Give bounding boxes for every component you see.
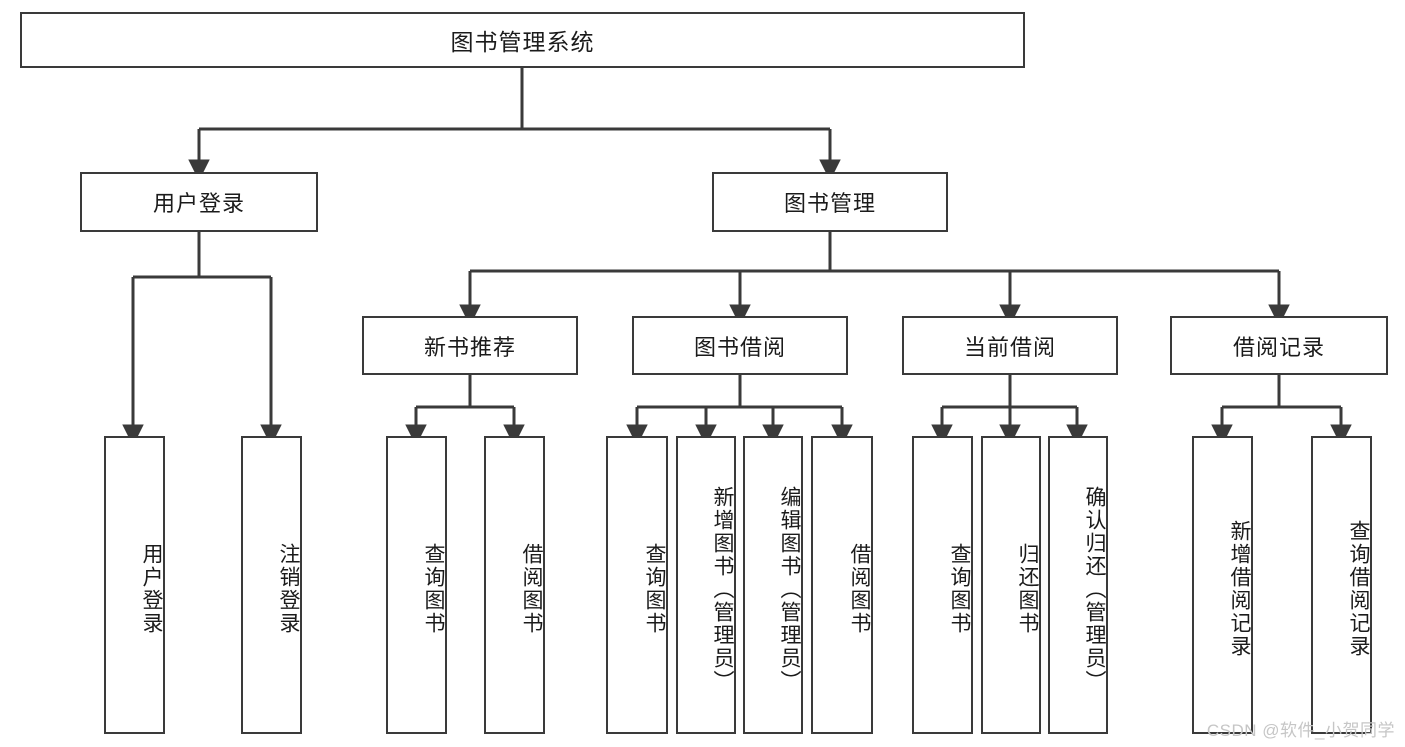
leaf-query-books-current[interactable]: 查询图书 — [912, 436, 973, 734]
leaf-add-borrow-record[interactable]: 新增借阅记录 — [1192, 436, 1253, 734]
node-book-management[interactable]: 图书管理 — [712, 172, 948, 232]
leaf-query-books-borrow[interactable]: 查询图书 — [606, 436, 668, 734]
leaf-add-book-admin[interactable]: 新增图书（管理员） — [676, 436, 736, 734]
node-book-borrow[interactable]: 图书借阅 — [632, 316, 848, 375]
leaf-user-logout[interactable]: 注销登录 — [241, 436, 302, 734]
leaf-edit-book-admin[interactable]: 编辑图书（管理员） — [743, 436, 803, 734]
leaf-borrow-books-recommend[interactable]: 借阅图书 — [484, 436, 545, 734]
node-new-book-recommend[interactable]: 新书推荐 — [362, 316, 578, 375]
node-current-borrow[interactable]: 当前借阅 — [902, 316, 1118, 375]
leaf-borrow-books-action[interactable]: 借阅图书 — [811, 436, 873, 734]
leaf-query-books-recommend[interactable]: 查询图书 — [386, 436, 447, 734]
leaf-user-login[interactable]: 用户登录 — [104, 436, 165, 734]
csdn-watermark: CSDN @软件_小贺同学 — [1206, 721, 1395, 740]
node-user-login[interactable]: 用户登录 — [80, 172, 318, 232]
leaf-query-borrow-record[interactable]: 查询借阅记录 — [1311, 436, 1372, 734]
node-root-system[interactable]: 图书管理系统 — [20, 12, 1025, 68]
node-borrow-records[interactable]: 借阅记录 — [1170, 316, 1388, 375]
leaf-confirm-return-admin[interactable]: 确认归还（管理员） — [1048, 436, 1108, 734]
leaf-return-books[interactable]: 归还图书 — [981, 436, 1041, 734]
